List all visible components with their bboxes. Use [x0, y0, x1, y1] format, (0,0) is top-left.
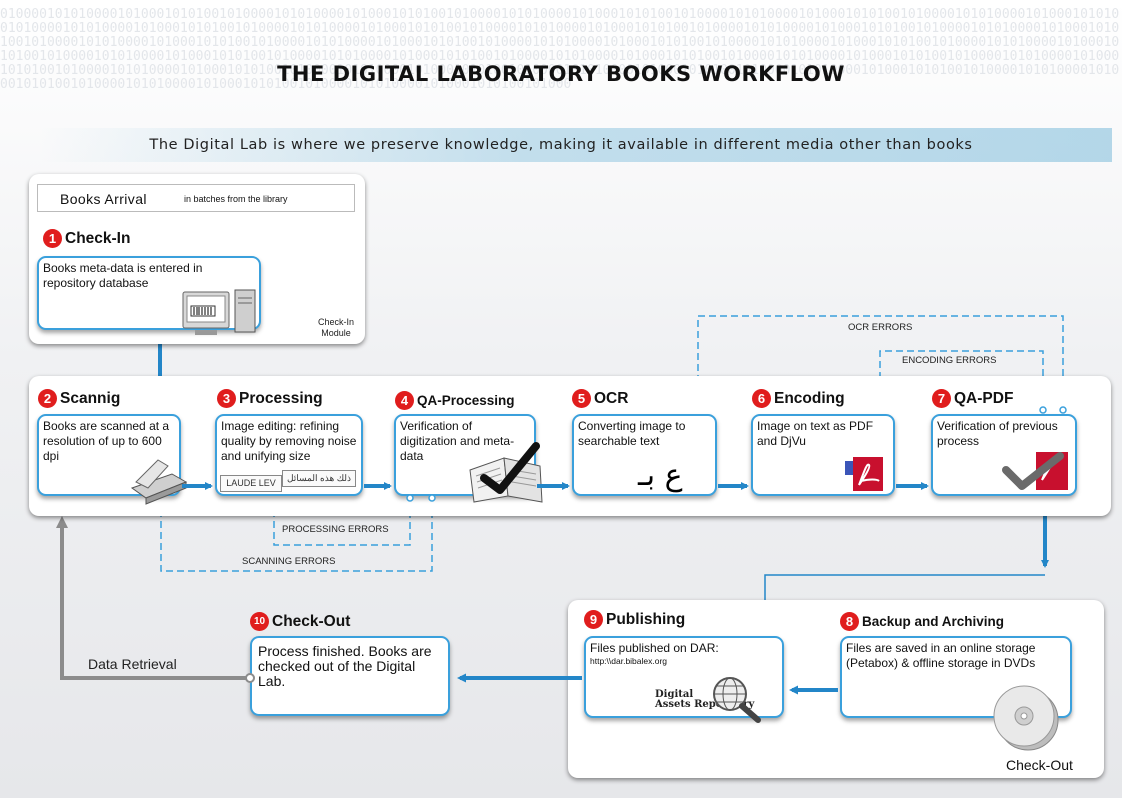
book-check-icon — [469, 442, 543, 503]
step-number: 3 — [217, 389, 236, 408]
processing-sample-latin: LAUDE LEV — [220, 475, 282, 492]
step-7-heading: 7 QA-PDF — [932, 389, 1013, 408]
loop-processing-errors — [270, 498, 411, 546]
checkout-desc: Process finished. Books are checked out … — [258, 643, 432, 689]
step-title: Scannig — [60, 389, 121, 407]
step-6-heading: 6 Encoding — [752, 389, 845, 408]
checkin-module-label: Check-In Module — [317, 317, 354, 338]
loop-scanning-errors — [157, 498, 433, 572]
ocr-desc: Converting image to searchable text — [578, 419, 686, 448]
step-title: Processing — [239, 389, 323, 407]
checkin-desc: Books meta-data is entered in repository… — [43, 261, 203, 290]
arabic-glyph-icon: ع بـ — [638, 458, 683, 493]
processing-sample-arabic: ذلك هذه المسائل — [282, 470, 356, 487]
step-8-heading: 8 Backup and Archiving — [840, 612, 1004, 631]
backup-card: Files are saved in an online storage (Pe… — [840, 636, 1072, 718]
bottom-panel-label: Check-Out — [1006, 757, 1073, 773]
books-arrival-label: Books Arrival — [60, 191, 147, 207]
processing-panel — [29, 376, 1111, 516]
pdf-check-icon — [1002, 452, 1068, 490]
pdf-djvu-icon — [845, 457, 883, 491]
books-arrival-note: in batches from the library — [184, 194, 288, 204]
qa-pdf-desc: Verification of previous process — [937, 419, 1058, 448]
scanning-errors-label: SCANNING ERRORS — [242, 556, 336, 567]
step-title: Check-Out — [272, 612, 351, 630]
page-title: THE DIGITAL LABORATORY BOOKS WORKFLOW — [277, 62, 845, 86]
step-10-heading: 10 Check-Out — [250, 612, 350, 631]
step-1-heading: 1 Check-In — [43, 229, 130, 248]
processing-desc: Image editing: refining quality by remov… — [221, 419, 357, 463]
step-title: QA-Processing — [417, 393, 515, 408]
encoding-errors-label: ENCODING ERRORS — [902, 355, 997, 366]
ocr-card: Converting image to searchable text — [572, 414, 717, 496]
step-title: Encoding — [774, 389, 845, 407]
scanning-desc: Books are scanned at a resolution of up … — [43, 419, 170, 463]
publishing-desc: Files published on DAR: — [590, 641, 719, 655]
checkout-card: Process finished. Books are checked out … — [250, 636, 450, 716]
processing-errors-label: PROCESSING ERRORS — [282, 524, 389, 535]
step-2-heading: 2 Scannig — [38, 389, 120, 408]
subtitle-band — [40, 128, 1112, 162]
step-title: QA-PDF — [954, 389, 1014, 407]
dvd-icon — [993, 685, 1059, 751]
ocr-errors-label: OCR ERRORS — [848, 322, 913, 333]
qa-processing-desc: Verification of digitization and meta-da… — [400, 419, 515, 463]
step-4-heading: 4 QA-Processing — [395, 391, 515, 410]
data-retrieval-label: Data Retrieval — [88, 656, 177, 672]
step-9-heading: 9 Publishing — [584, 610, 685, 629]
scanner-icon — [130, 459, 188, 505]
step-title: Check-In — [65, 229, 131, 247]
arrow-data-retrieval — [56, 516, 248, 680]
books-arrival-box: Books Arrival in batches from the librar… — [37, 184, 355, 212]
step-number: 5 — [572, 389, 591, 408]
publishing-card: Files published on DAR: http:\\dar.bibal… — [584, 636, 784, 718]
step-number: 4 — [395, 391, 414, 410]
page-subtitle: The Digital Lab is where we preserve kno… — [149, 137, 973, 153]
step-title: Backup and Archiving — [862, 614, 1005, 629]
step-number: 8 — [840, 612, 859, 631]
encoding-desc: Image on text as PDF and DjVu — [757, 419, 874, 448]
step-title: Publishing — [606, 610, 686, 628]
checkin-panel: Books Arrival in batches from the librar… — [29, 174, 365, 344]
step-number: 10 — [250, 612, 269, 631]
step-title: OCR — [594, 389, 629, 407]
step-number: 9 — [584, 610, 603, 629]
computer-icon — [182, 289, 256, 335]
binary-background: 0100001010100001010001010100101000010101… — [0, 8, 1120, 92]
step-3-heading: 3 Processing — [217, 389, 323, 408]
step-5-heading: 5 OCR — [572, 389, 628, 408]
dar-logo-line2: Assets — [655, 699, 691, 710]
step-number: 6 — [752, 389, 771, 408]
step-number: 1 — [43, 229, 62, 248]
step-number: 7 — [932, 389, 951, 408]
dar-url: http:\\dar.bibalex.org — [590, 656, 668, 666]
globe-search-icon — [713, 677, 761, 723]
qa-processing-card: Verification of digitization and meta-da… — [394, 414, 536, 496]
loop-ocr-errors — [694, 315, 1064, 405]
step-number: 2 — [38, 389, 57, 408]
backup-desc: Files are saved in an online storage (Pe… — [846, 641, 1036, 670]
dar-logo-line1: Digital — [655, 689, 694, 700]
